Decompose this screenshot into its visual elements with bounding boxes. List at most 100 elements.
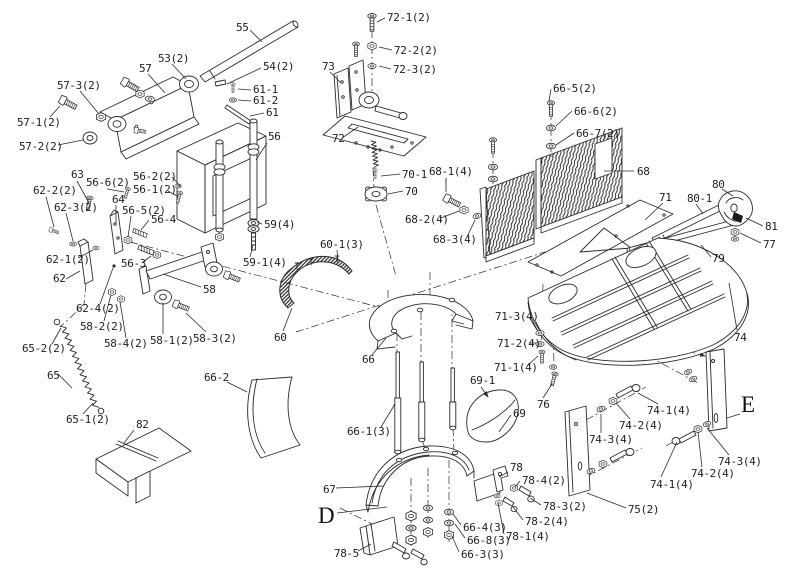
part-label-59-1-4-: 59-1(4)	[243, 256, 287, 269]
leader-line-62	[65, 270, 81, 280]
leader-line-59-1-4-	[249, 244, 254, 258]
leader-line-66-5-2-	[548, 88, 552, 102]
leader-line-78	[498, 471, 509, 478]
leader-line-78-1-4-	[497, 502, 505, 535]
table-74-drawing	[527, 237, 749, 366]
part-label-56-6-2-: 56-6(2)	[86, 176, 130, 189]
leader-line-82	[123, 429, 135, 444]
part-label-66-4-3-: 66-4(3)	[463, 521, 507, 534]
leader-line-56-4	[140, 219, 150, 231]
leader-line-60-1-3-	[336, 249, 339, 262]
crescent-60-drawing	[279, 255, 353, 309]
part-label-58-2-2-: 58-2(2)	[80, 320, 124, 333]
leader-line-74-2-4-	[615, 402, 631, 420]
part-label-67: 67	[323, 483, 335, 496]
leader-line-74-1-4-	[660, 441, 678, 478]
leader-line-66-6-2-	[555, 110, 573, 127]
leader-line-58-4-2-	[119, 301, 127, 339]
part-label-66-5-2-: 66-5(2)	[553, 82, 597, 95]
part-label-61-1: 61-1	[253, 83, 278, 96]
part-label-63: 63	[71, 168, 83, 181]
leader-line-61-2	[237, 99, 252, 102]
leader-line-56	[255, 142, 268, 161]
leader-line-72-1-2-	[376, 17, 386, 23]
lever-81	[732, 212, 743, 223]
part-label-d: D	[318, 503, 335, 528]
part-label-78-2-4-: 78-2(4)	[525, 515, 569, 528]
part-label-75-2-: 75(2)	[628, 503, 659, 516]
leader-line-61-1	[237, 88, 252, 91]
leader-line-58	[162, 273, 202, 288]
part-label-62: 62	[53, 272, 65, 285]
leader-line-57-1-2-	[49, 105, 61, 118]
part-label-58-1-2-: 58-1(2)	[150, 334, 194, 347]
leader-line-61	[249, 112, 265, 117]
part-label-56-2-2-: 56-2(2)	[133, 170, 177, 183]
part-label-74-2-4-: 74-2(4)	[619, 419, 663, 432]
ring-66-drawing	[368, 293, 474, 455]
part-label-62-1-2-: 62-1(2)	[46, 253, 90, 266]
leader-line-81	[745, 217, 764, 227]
leader-line-56-3	[142, 255, 152, 263]
part-label-53-2-: 53(2)	[158, 52, 189, 65]
leader-line-77	[739, 232, 762, 244]
leader-line-66-8-3-	[454, 523, 466, 539]
leader-line-62-1-2-	[77, 249, 94, 259]
part-label-78-3-2-: 78-3(2)	[543, 500, 587, 513]
leader-line-59-4-	[256, 221, 263, 225]
leader-line-58-2-2-	[103, 294, 112, 322]
part-label-62-3-2-: 62-3(2)	[54, 201, 98, 214]
leader-line-76	[542, 383, 553, 399]
leader-line-56-5-2-	[127, 215, 132, 238]
part-label-56-1-2-: 56-1(2)	[133, 183, 177, 196]
plates-75-E-drawing	[564, 348, 728, 497]
leader-line-70	[387, 190, 404, 195]
part-label-66-8-3-: 66-8(3)	[467, 534, 511, 547]
part-label-68-1-4-: 68-1(4)	[429, 165, 473, 178]
part-label-e: E	[741, 392, 755, 417]
leader-line-74-1-4-	[637, 392, 659, 405]
leader-line-d	[336, 506, 388, 514]
part-label-74-3-4-: 74-3(4)	[718, 455, 762, 468]
plate-82-drawing	[95, 427, 192, 504]
part-label-72-3-2-: 72-3(2)	[393, 63, 437, 76]
leader-line-62-2-2-	[45, 196, 55, 228]
frame-56-drawing	[122, 118, 267, 251]
part-label-70-1: 70-1	[402, 168, 427, 181]
leader-line-78-5	[357, 543, 372, 552]
leader-line-73	[329, 71, 342, 84]
leader-line-71-1-4-	[526, 355, 539, 367]
part-label-74-1-4-: 74-1(4)	[647, 404, 691, 417]
part-label-77: 77	[763, 238, 775, 251]
plate-71-drawing	[527, 199, 674, 277]
leader-line-75-2-	[586, 492, 627, 509]
leader-line-69	[498, 414, 512, 433]
part-label-78-1-4-: 78-1(4)	[506, 530, 550, 543]
part-label-74-2-4-: 74-2(4)	[691, 467, 735, 480]
leader-line-54-2-	[226, 67, 262, 85]
leader-line-68-3-4-	[466, 219, 476, 238]
part-label-61-2: 61-2	[253, 94, 278, 107]
part-label-57-1-2-: 57-1(2)	[17, 116, 61, 129]
part-label-66-3-3-: 66-3(3)	[461, 548, 505, 561]
leader-line-56-1-2-	[167, 190, 178, 197]
leader-line-80	[721, 188, 734, 197]
leader-line-71-3-4-	[528, 316, 538, 331]
part-label-55: 55	[236, 21, 248, 34]
sheet-66-2-drawing	[247, 376, 301, 459]
part-label-65: 65	[47, 369, 59, 382]
leader-line-78-3-2-	[529, 497, 542, 506]
leader-line-63	[76, 180, 90, 204]
leader-line-57	[147, 73, 166, 94]
leader-line-66-7-2-	[555, 132, 575, 146]
part-label-58-3-2-: 58-3(2)	[193, 332, 237, 345]
part-label-56-3: 56-3	[121, 257, 146, 270]
part-label-69-1: 69-1	[470, 374, 495, 387]
leader-line-67	[335, 485, 384, 489]
part-label-56-4: 56-4	[151, 213, 177, 226]
leader-line-66	[371, 337, 387, 356]
part-label-70: 70	[405, 185, 417, 198]
leader-line-74-3-4-	[706, 427, 730, 456]
part-label-58-4-2-: 58-4(2)	[104, 337, 148, 350]
